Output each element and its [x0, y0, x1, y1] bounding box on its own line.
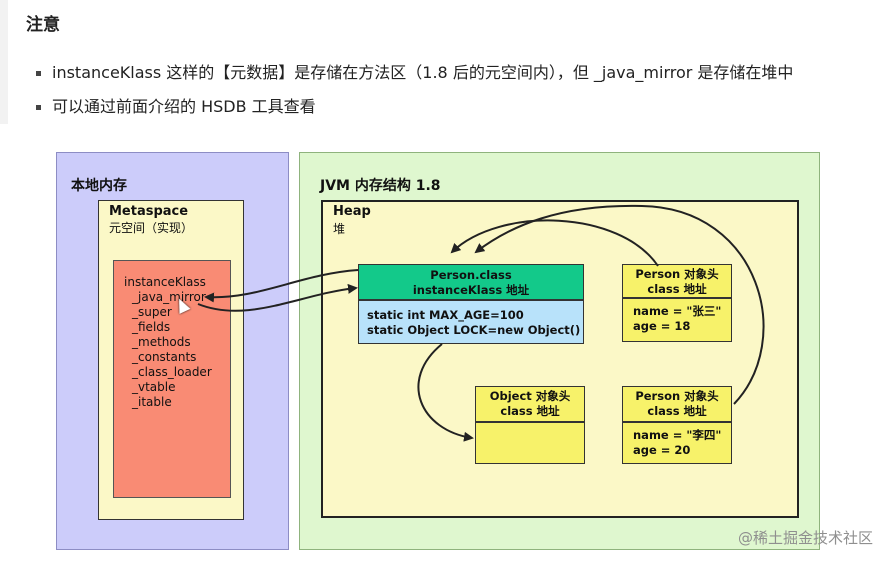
person1-name: name = "张三": [633, 304, 722, 318]
bullet-item: instanceKlass 这样的【元数据】是存储在方法区（1.8 后的元空间内…: [36, 56, 793, 90]
object-header: Object 对象头 class 地址: [475, 386, 585, 422]
person1-header-label: Person 对象头: [635, 267, 719, 281]
note-bullet-list: instanceKlass 这样的【元数据】是存储在方法区（1.8 后的元空间内…: [36, 56, 793, 124]
person-class-name: Person.class: [430, 268, 512, 282]
person-class-klass-address: instanceKlass 地址: [412, 283, 530, 297]
metaspace-subtitle: 元空间（实现）: [109, 221, 194, 235]
static-lock: static Object LOCK=new Object(): [367, 323, 581, 337]
instance-klass-field: _fields: [132, 320, 171, 334]
person1-fields: name = "张三" age = 18: [622, 298, 732, 342]
person1-class-address: class 地址: [647, 282, 707, 296]
local-memory-title: 本地内存: [71, 178, 127, 194]
person2-fields: name = "李四" age = 20: [622, 422, 732, 464]
instance-klass-box: instanceKlass _java_mirror _super _field…: [113, 260, 231, 498]
object-class-address: class 地址: [500, 404, 560, 418]
instance-klass-field: _itable: [132, 395, 172, 409]
person1-header: Person 对象头 class 地址: [622, 264, 732, 298]
instance-klass-field: _vtable: [132, 380, 176, 394]
instance-klass-field-list: instanceKlass _java_mirror _super _field…: [124, 275, 212, 410]
jvm-memory-title: JVM 内存结构 1.8: [320, 178, 441, 194]
instance-klass-field: _java_mirror: [132, 290, 206, 304]
person2-age: age = 20: [633, 443, 691, 457]
person1-age: age = 18: [633, 319, 691, 333]
person2-class-address: class 地址: [647, 404, 707, 418]
heap-subtitle: 堆: [333, 222, 346, 236]
person2-name: name = "李四": [633, 428, 722, 442]
object-body: [475, 422, 585, 464]
person-class-header: Person.class instanceKlass 地址: [358, 264, 584, 300]
heap-panel: Heap 堆: [321, 200, 799, 518]
instance-klass-field: _constants: [132, 350, 197, 364]
bullet-item: 可以通过前面介绍的 HSDB 工具查看: [36, 90, 793, 124]
instance-klass-field: _methods: [132, 335, 191, 349]
person-class-static-fields: static int MAX_AGE=100 static Object LOC…: [358, 300, 584, 344]
heap-title: Heap: [333, 204, 371, 219]
static-max-age: static int MAX_AGE=100: [367, 308, 524, 322]
note-title: 注意: [26, 15, 60, 35]
instance-klass-field: instanceKlass: [124, 275, 206, 289]
metaspace-title: Metaspace: [109, 204, 189, 219]
document-margin: [0, 0, 8, 124]
watermark: @稀土掘金技术社区: [737, 529, 873, 547]
instance-klass-field: _super: [132, 305, 172, 319]
instance-klass-field: _class_loader: [132, 365, 212, 379]
person2-header-label: Person 对象头: [635, 389, 719, 403]
person2-header: Person 对象头 class 地址: [622, 386, 732, 422]
object-header-label: Object 对象头: [489, 389, 571, 403]
